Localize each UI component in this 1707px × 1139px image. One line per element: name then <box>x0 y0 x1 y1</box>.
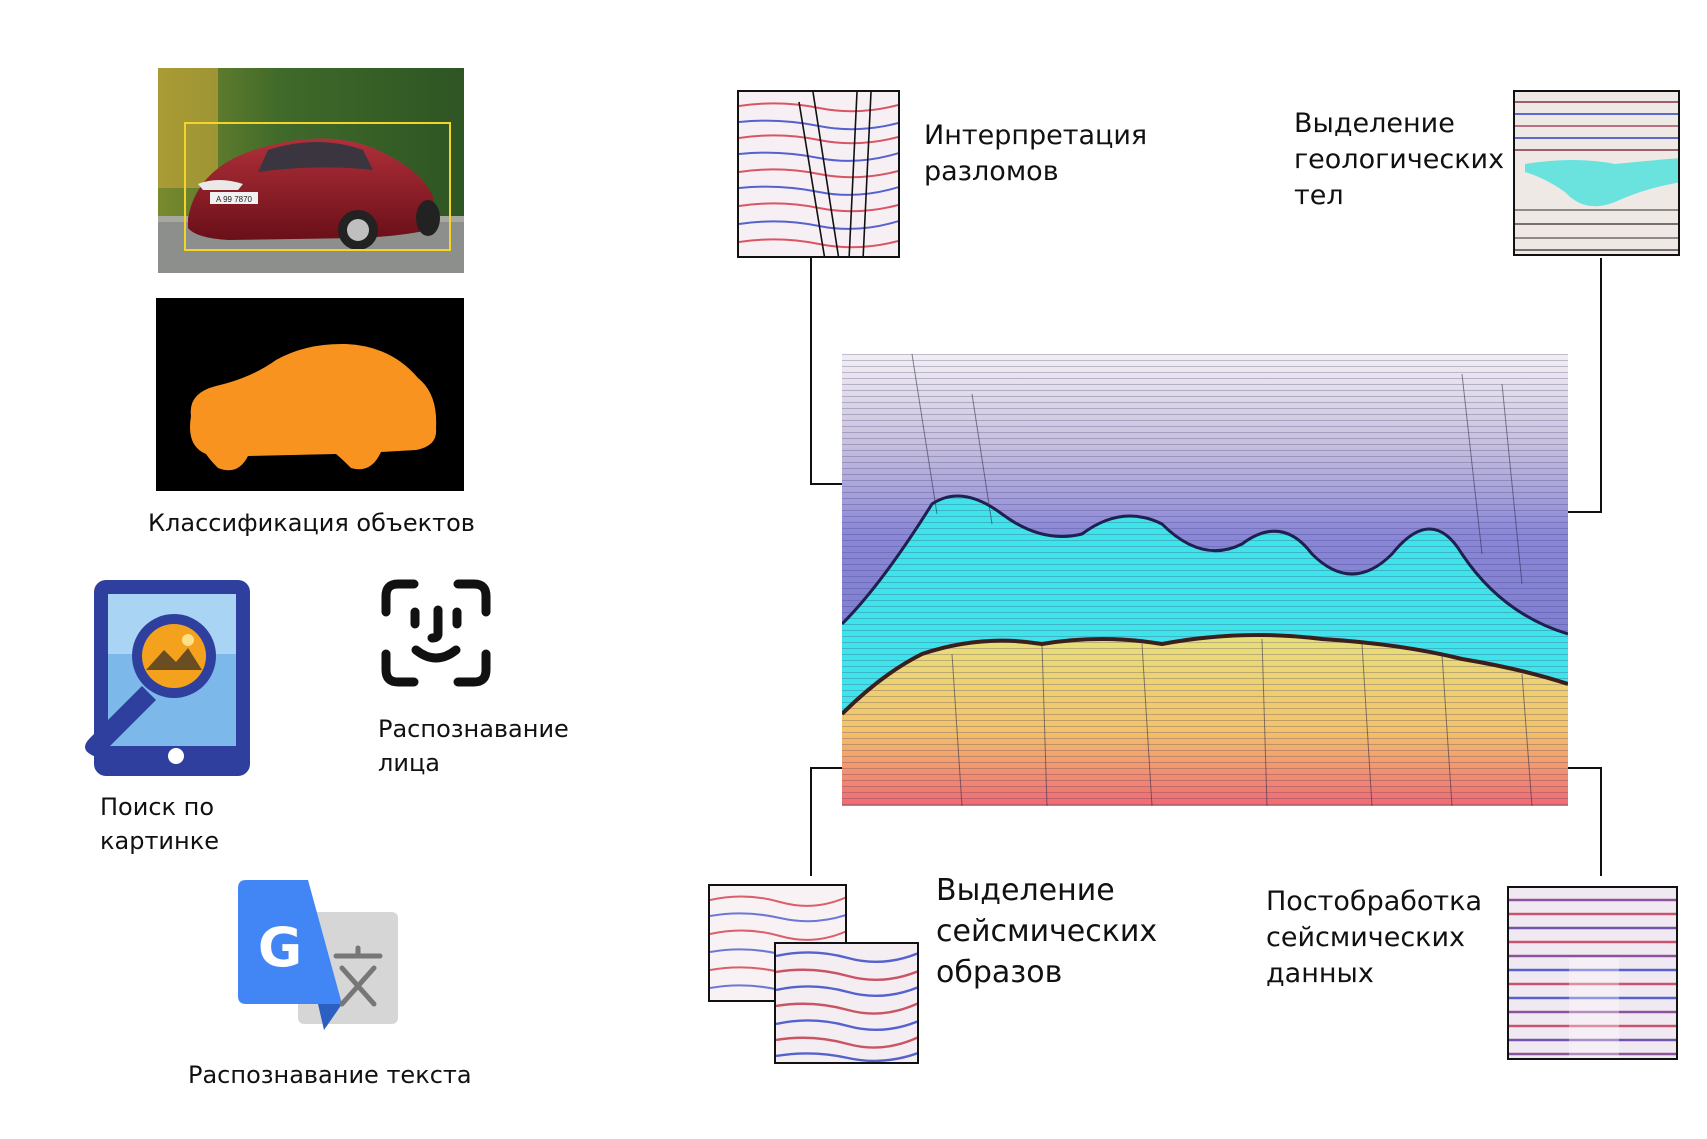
fault-interpretation-label-line2: разломов <box>924 156 1059 187</box>
text-translate-icon: G <box>238 880 400 1042</box>
face-recognition-label-line2: лица <box>378 749 440 777</box>
object-classification-label: Классификация объектов <box>148 509 475 537</box>
fault-interpretation-thumbnail <box>737 90 900 258</box>
orange-car-silhouette <box>190 343 437 471</box>
geobody-extraction-label-line2: геологических <box>1294 144 1505 175</box>
image-search-label-line2: картинке <box>100 827 219 855</box>
geobody-extraction-label-line1: Выделение <box>1294 108 1455 139</box>
face-recognition-label-line1: Распознавание <box>378 715 569 743</box>
fault-interpretation-label-line1: Интерпретация <box>924 120 1148 151</box>
license-plate: A 99 7870 <box>216 195 253 204</box>
face-recognition-label: Распознавание лица <box>378 712 608 780</box>
face-recognition-icon <box>380 578 492 688</box>
image-search-icon <box>76 578 252 778</box>
geobody-extraction-thumbnail <box>1513 90 1680 256</box>
car-segmentation-mask <box>156 298 464 491</box>
seismic-pattern-label: Выделение сейсмических образов <box>936 870 1196 993</box>
postprocessing-thumbnail <box>1507 886 1678 1060</box>
postprocessing-label-line1: Постобработка <box>1266 886 1482 917</box>
postprocessing-label: Постобработка сейсмических данных <box>1266 884 1496 992</box>
fault-interpretation-label: Интерпретация разломов <box>924 118 1184 190</box>
seismic-pattern-label-line2: сейсмических <box>936 914 1158 949</box>
text-recognition-label: Распознавание текста <box>188 1061 472 1089</box>
seismic-pattern-label-line1: Выделение <box>936 873 1115 908</box>
geobody-extraction-label: Выделение геологических тел <box>1294 106 1504 214</box>
postprocessing-label-line3: данных <box>1266 958 1374 989</box>
car-detection-image: A 99 7870 <box>158 68 464 273</box>
seismic-section-image <box>842 354 1568 806</box>
seismic-pattern-label-line3: образов <box>936 955 1063 990</box>
image-search-label-line1: Поиск по <box>100 793 215 821</box>
google-g-letter: G <box>258 916 302 979</box>
postprocessing-label-line2: сейсмических <box>1266 922 1466 953</box>
geobody-extraction-label-line3: тел <box>1294 180 1344 211</box>
image-search-label: Поиск по картинке <box>100 790 280 858</box>
seismic-pattern-thumbnail-front <box>774 942 919 1064</box>
